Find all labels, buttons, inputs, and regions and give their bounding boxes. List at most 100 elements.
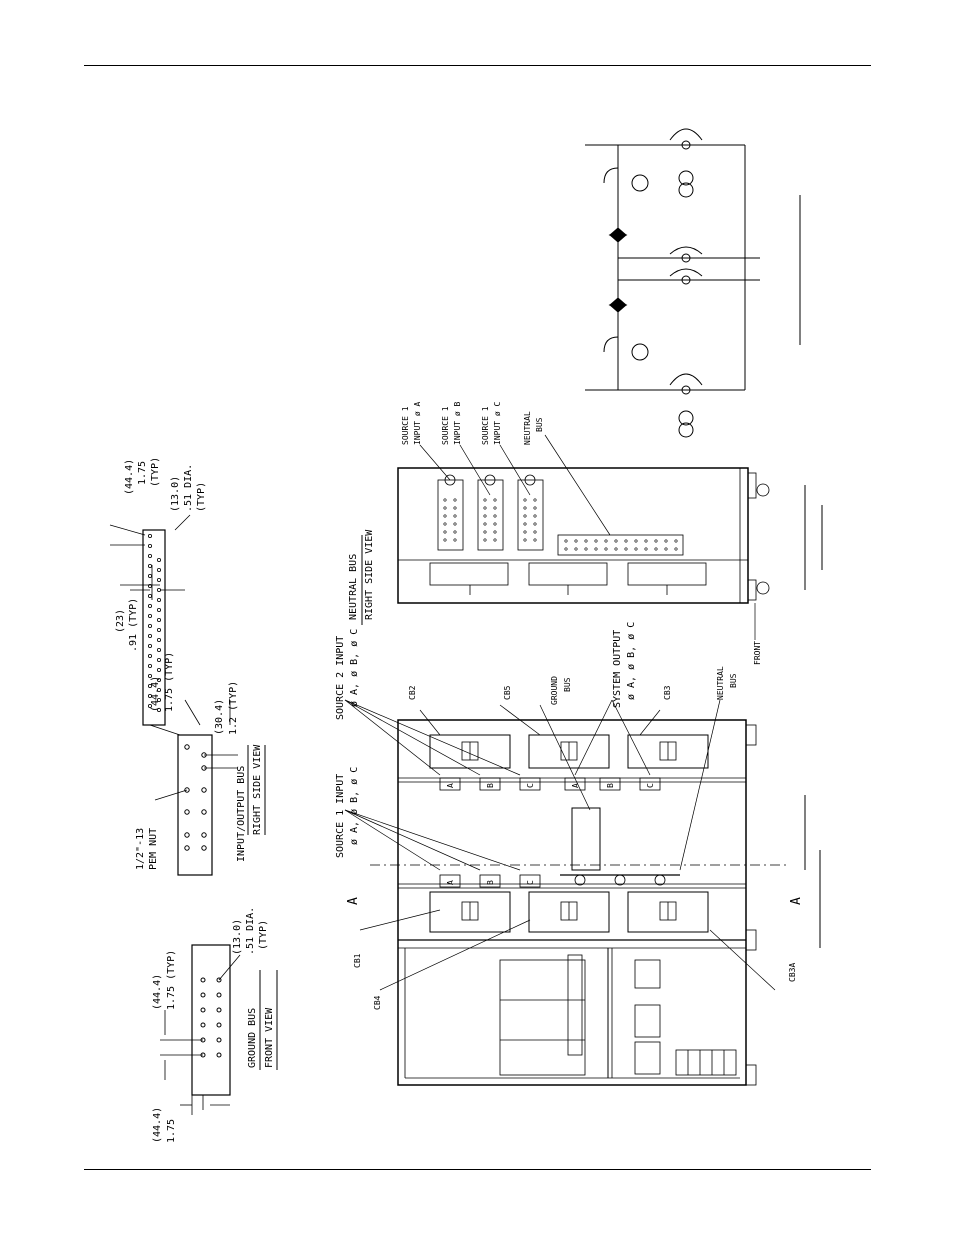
mounting-hole	[674, 539, 678, 543]
neutral-bus-drawing	[109, 514, 363, 726]
mounting-hole	[147, 594, 152, 599]
mounting-hole	[624, 539, 628, 543]
mounting-hole	[604, 547, 608, 551]
mounting-hole	[156, 678, 161, 683]
cb3a-label: CB3A	[788, 963, 797, 982]
mounting-hole	[483, 522, 487, 526]
ground-bus-title: GROUND BUS	[247, 1008, 258, 1068]
mounting-hole	[156, 568, 161, 573]
neutral-bus-label: NEUTRAL	[716, 666, 725, 700]
neutral-dim-b-metric: (23)	[115, 609, 126, 633]
side-front-label: FRONT	[753, 641, 762, 665]
mounting-hole	[664, 547, 668, 551]
mounting-hole	[574, 547, 578, 551]
mounting-hole	[453, 498, 457, 502]
mounting-hole	[443, 514, 447, 518]
side-label-source1-b: SOURCE 1	[441, 406, 450, 445]
neutral-hole-metric: (13.0)	[170, 476, 181, 512]
terminal-label: C	[526, 783, 535, 788]
mounting-hole	[443, 522, 447, 526]
mounting-hole	[147, 554, 152, 559]
neutral-dim-b-inch: .91 (TYP)	[128, 598, 139, 652]
terminal-label: B	[486, 880, 495, 885]
side-label-neutral: NEUTRAL	[523, 411, 532, 445]
mounting-hole	[493, 514, 497, 518]
neutral-bus-label-2: BUS	[729, 673, 738, 688]
terminal-label: A	[446, 783, 455, 788]
mounting-hole	[147, 674, 152, 679]
mounting-hole	[533, 530, 537, 534]
mounting-hole	[644, 539, 648, 543]
mounting-hole	[493, 538, 497, 542]
terminal-label: C	[526, 880, 535, 885]
mounting-hole	[156, 648, 161, 653]
mounting-hole	[483, 530, 487, 534]
mounting-hole	[533, 522, 537, 526]
mounting-hole	[533, 498, 537, 502]
neutral-dim-a-inch: 1.75	[137, 461, 148, 485]
mounting-hole	[614, 547, 618, 551]
mounting-hole	[483, 514, 487, 518]
neutral-dim-a-typ: (TYP)	[150, 457, 161, 487]
io-dim-a-metric: (44.4)	[150, 676, 161, 712]
mounting-hole	[523, 538, 527, 542]
mounting-hole	[483, 498, 487, 502]
mounting-hole	[533, 506, 537, 510]
mounting-hole	[156, 558, 161, 563]
mounting-hole	[584, 547, 588, 551]
ground-dim-top-inch: 1.75 (TYP)	[166, 950, 177, 1010]
mounting-hole	[493, 530, 497, 534]
cb1-label: CB1	[353, 953, 362, 968]
ground-bus-label: GROUND	[550, 676, 559, 705]
side-neutral-holes	[564, 539, 678, 551]
mounting-hole	[483, 506, 487, 510]
ground-hole-dia: .51 DIA.	[245, 907, 256, 955]
mounting-hole	[624, 547, 628, 551]
mounting-hole	[604, 539, 608, 543]
neutral-bus-subtitle: RIGHT SIDE VIEW	[364, 529, 375, 620]
mounting-hole	[674, 547, 678, 551]
cb5-label: CB5	[503, 685, 512, 700]
mounting-hole	[156, 688, 161, 693]
mounting-hole	[493, 522, 497, 526]
mounting-hole	[156, 708, 161, 713]
mounting-hole	[523, 498, 527, 502]
mounting-hole	[443, 506, 447, 510]
ground-bus-label-2: BUS	[563, 677, 572, 692]
cabinet-side-drawing	[397, 434, 823, 640]
side-label-source1-b-2: INPUT ø B	[453, 401, 462, 445]
mounting-hole	[156, 598, 161, 603]
mounting-hole	[584, 539, 588, 543]
mounting-hole	[147, 644, 152, 649]
header-rule	[84, 65, 871, 66]
mounting-hole	[443, 530, 447, 534]
ground-hole-typ: (TYP)	[258, 920, 269, 950]
io-dim-b-metric: (30.4)	[214, 699, 225, 735]
neutral-dim-a-metric: (44.4)	[124, 459, 135, 495]
mounting-hole	[493, 506, 497, 510]
mounting-hole	[147, 664, 152, 669]
terminal-label: A	[446, 880, 455, 885]
ground-bus-drawing	[160, 944, 278, 1115]
mounting-hole	[443, 498, 447, 502]
footer-rule	[84, 1169, 871, 1170]
source2-phases: ø A, ø B, ø C	[349, 629, 360, 707]
mounting-hole	[453, 514, 457, 518]
ground-hole-metric: (13.0)	[232, 919, 243, 955]
mounting-hole	[453, 538, 457, 542]
section-mark-top: A	[346, 897, 361, 905]
ground-bus-subtitle: FRONT VIEW	[264, 1007, 275, 1068]
mounting-hole	[147, 694, 152, 699]
source2-label: SOURCE 2 INPUT	[335, 636, 346, 720]
cb2-label: CB2	[408, 685, 417, 700]
terminal-label: B	[486, 783, 495, 788]
mounting-hole	[493, 498, 497, 502]
io-bus-drawing	[149, 699, 266, 876]
mounting-hole	[147, 704, 152, 709]
mounting-hole	[453, 530, 457, 534]
front-terminals	[439, 777, 661, 888]
mounting-hole	[654, 539, 658, 543]
section-mark-bottom: A	[789, 897, 804, 905]
neutral-hole-dia: .51 DIA.	[183, 464, 194, 512]
